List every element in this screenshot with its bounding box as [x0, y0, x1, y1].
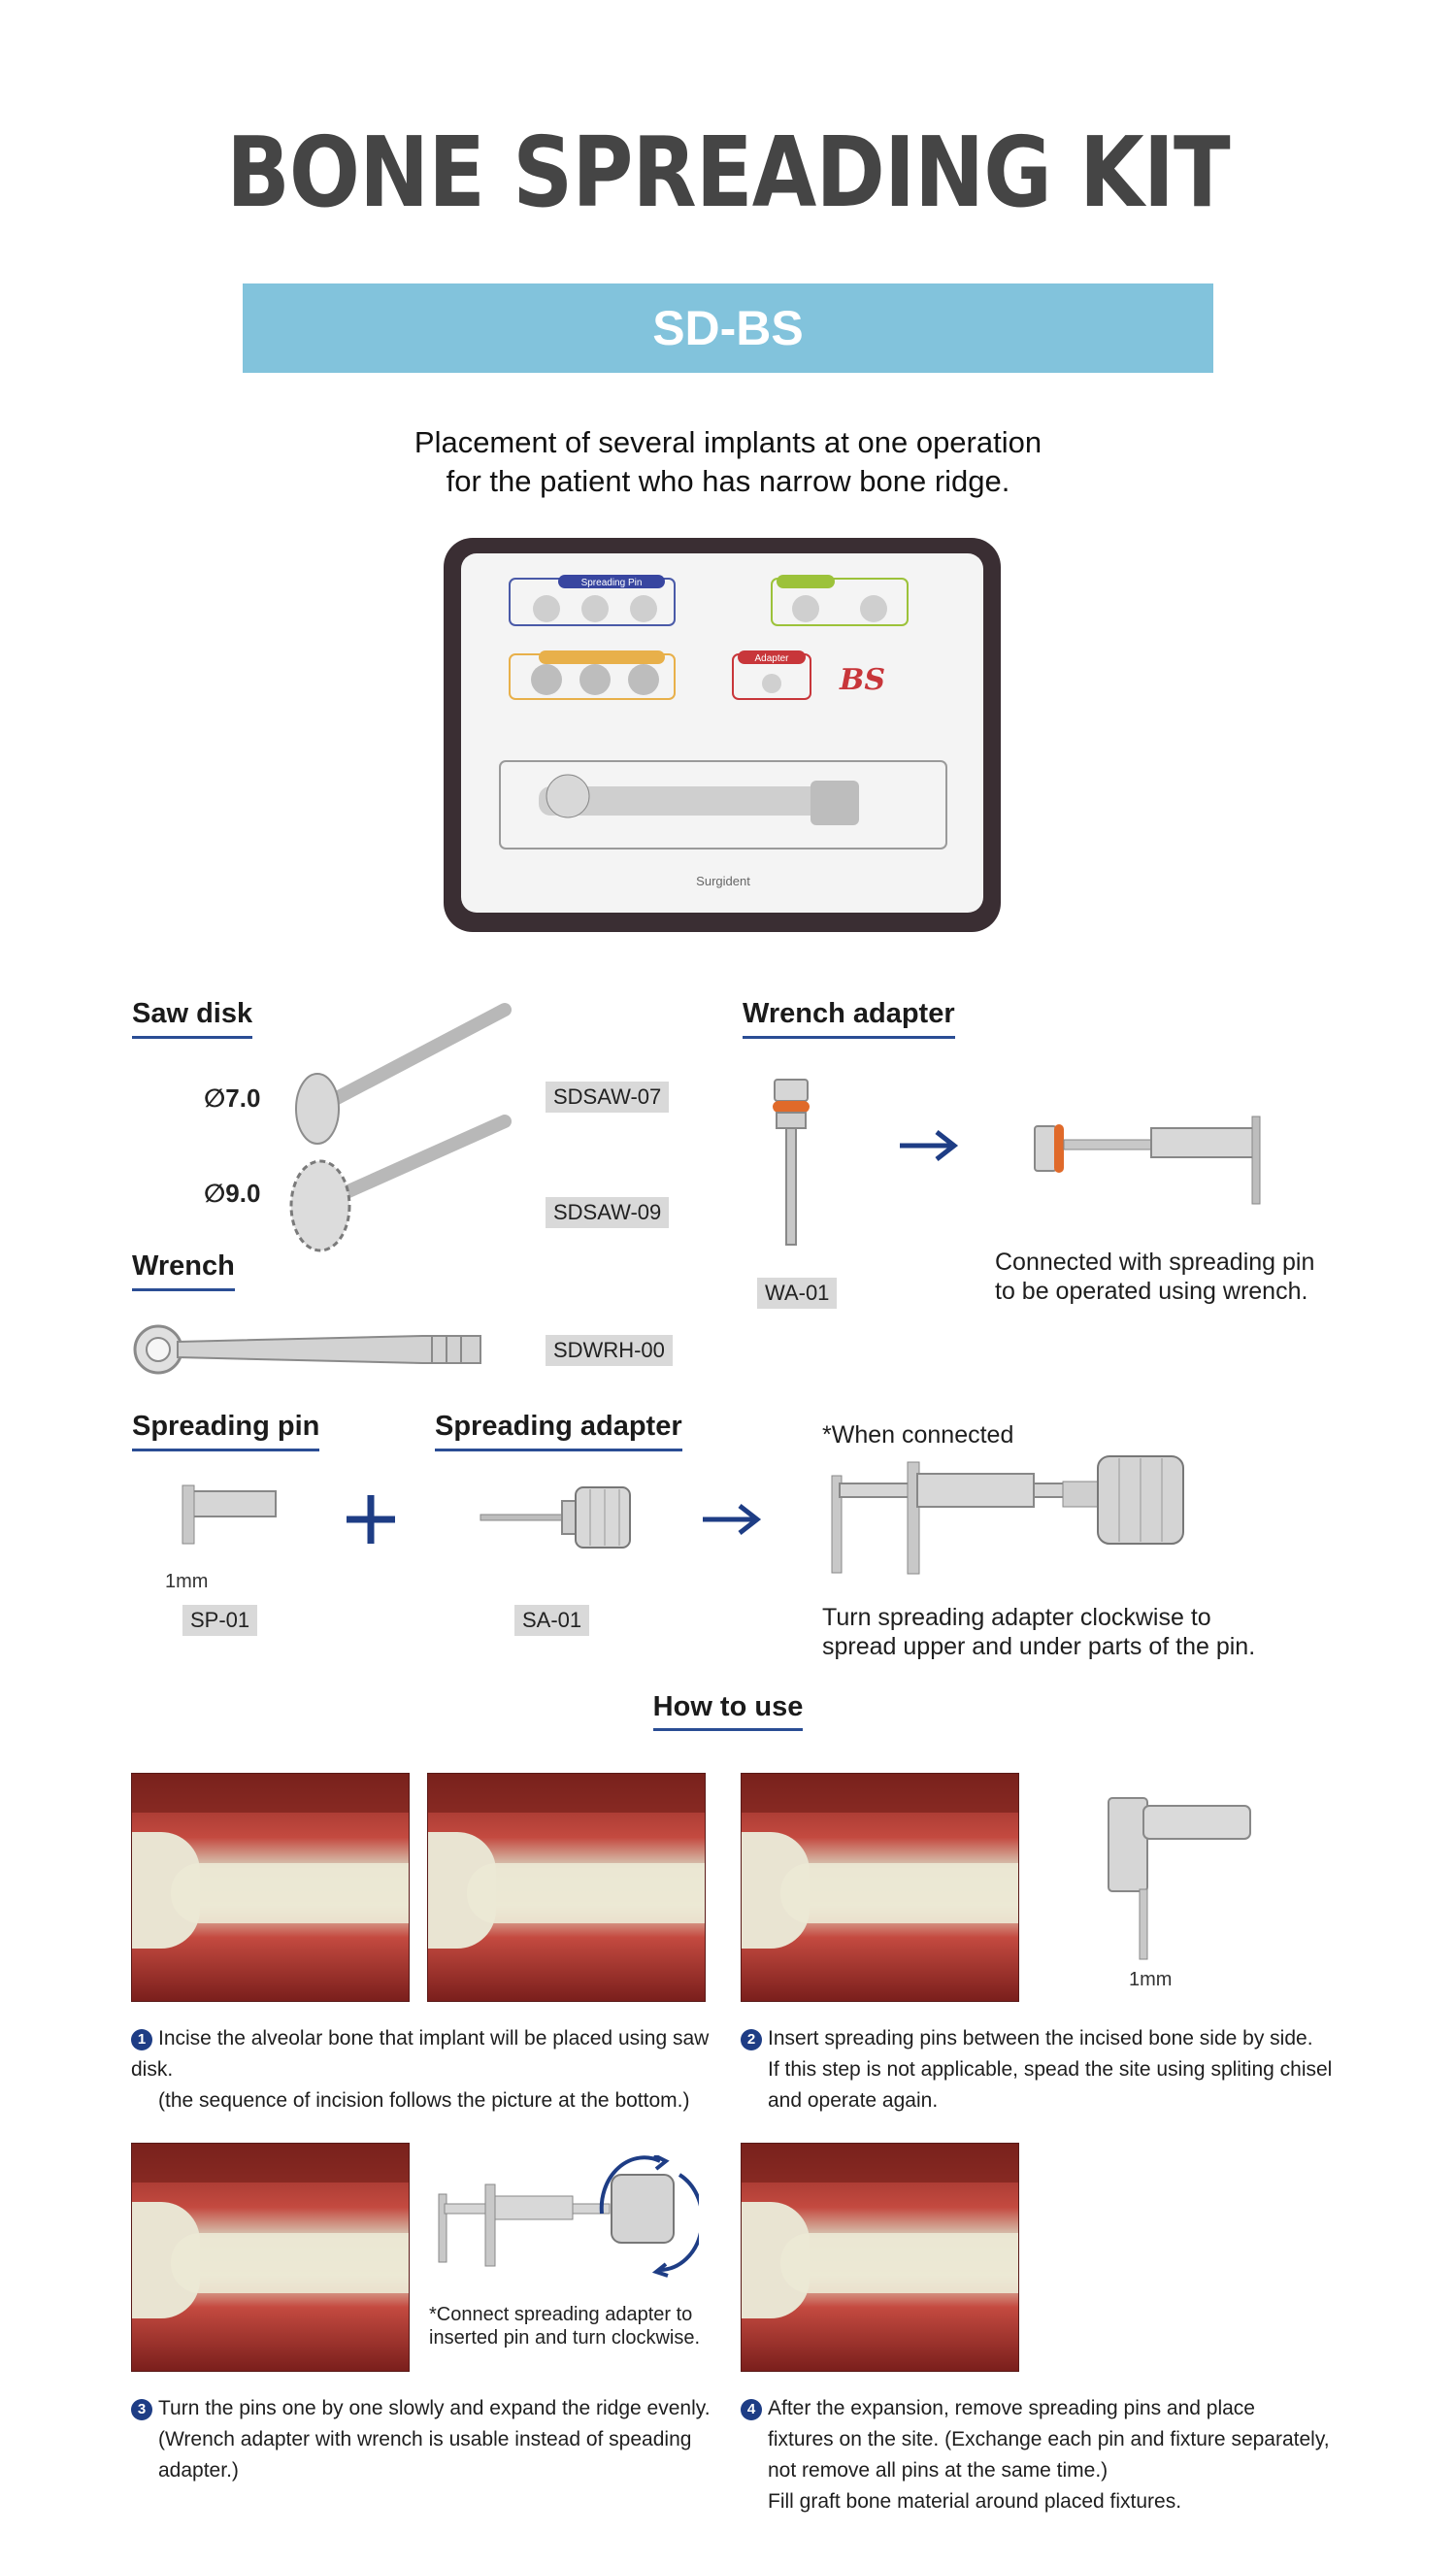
- step-line-text: After the expansion, remove spreading pi…: [768, 2397, 1255, 2419]
- wrench-heading: Wrench: [132, 1250, 235, 1291]
- step-line: fixtures on the site. (Exchange each pin…: [768, 2428, 1330, 2450]
- step-line: not remove all pins at the same time.): [768, 2459, 1109, 2482]
- tray-logo: BS: [839, 663, 885, 697]
- connected-assembly-image: [830, 1454, 1189, 1581]
- step-line: 2 Insert spreading pins between the incis…: [741, 2023, 1362, 2054]
- tagline: Placement of several implants at one ope…: [0, 423, 1456, 501]
- spreading-adapter-heading: Spreading adapter: [435, 1411, 682, 1451]
- how-to-use-heading: How to use: [0, 1691, 1456, 1731]
- note-line: Connected with spreading pin: [995, 1249, 1315, 1276]
- spreading-pin-code: SP-01: [182, 1605, 258, 1636]
- arrow-right-icon: [701, 1500, 763, 1544]
- tagline-line: Placement of several implants at one ope…: [414, 425, 1042, 459]
- step-line: (Wrench adapter with wrench is usable in…: [158, 2428, 692, 2482]
- arrow-right-icon: [898, 1126, 960, 1170]
- step-line-text: Incise the alveolar bone that implant wi…: [131, 2027, 710, 2081]
- spreading-pin-dimension: 1mm: [165, 1571, 209, 1592]
- note-line: spread upper and under parts of the pin.: [822, 1633, 1256, 1660]
- wrench-adapter-code: WA-01: [757, 1278, 838, 1309]
- saw-disk-diameter: ∅7.0: [204, 1083, 261, 1113]
- tray-adapter-label: Adapter: [754, 653, 789, 664]
- step-line: Fill graft bone material around placed f…: [768, 2490, 1182, 2513]
- note-line: *Connect spreading adapter to: [429, 2304, 693, 2325]
- note-line: inserted pin and turn clockwise.: [429, 2327, 701, 2349]
- step-1-photo: [131, 1773, 410, 2002]
- saw-disk-code: SDSAW-07: [546, 1082, 670, 1113]
- step-line: 4 After the expansion, remove spreading p…: [741, 2393, 1362, 2424]
- step-number: 3: [131, 2399, 152, 2420]
- step-line-text: Insert spreading pins between the incise…: [768, 2027, 1313, 2049]
- spreading-pin-detail-image: [1105, 1792, 1255, 1967]
- when-connected-note: Turn spreading adapter clockwise to spre…: [822, 1603, 1255, 1661]
- step-1-photo: [427, 1773, 706, 2002]
- step-4-photo: [741, 2143, 1019, 2372]
- wrench-adapter-image: [767, 1078, 815, 1252]
- step-3-text: 3 Turn the pins one by one slowly and exp…: [131, 2393, 733, 2486]
- saw-disk-diameter: ∅9.0: [204, 1179, 261, 1208]
- step-number: 4: [741, 2399, 762, 2420]
- step-line: 3 Turn the pins one by one slowly and exp…: [131, 2393, 733, 2424]
- tagline-line: for the patient who has narrow bone ridg…: [446, 464, 1010, 498]
- saw-disk-image: [286, 1000, 519, 1262]
- step-line: If this step is not applicable, spead th…: [768, 2058, 1333, 2081]
- saw-disk-code: SDSAW-09: [546, 1197, 670, 1228]
- pin-detail-dimension: 1mm: [1129, 1969, 1173, 1990]
- note-line: to be operated using wrench.: [995, 1278, 1308, 1305]
- adapter-rotation-image: [437, 2153, 705, 2282]
- how-to-use-title: How to use: [652, 1691, 804, 1731]
- step-line: and operate again.: [768, 2089, 939, 2112]
- kit-tray-image: Spreading Pin Adapter BS Surgident: [442, 536, 1003, 934]
- when-connected-label: *When connected: [822, 1421, 1014, 1449]
- step-3-photo: [131, 2143, 410, 2372]
- model-banner: SD-BS: [243, 283, 1213, 373]
- spreading-pin-image: [177, 1483, 283, 1561]
- saw-disk-heading: Saw disk: [132, 998, 253, 1039]
- page-title: BONE SPREADING KIT: [226, 116, 1230, 229]
- note-line: Turn spreading adapter clockwise to: [822, 1604, 1211, 1631]
- wrench-image: [131, 1322, 490, 1377]
- step-number: 2: [741, 2029, 762, 2050]
- step-line-text: Turn the pins one by one slowly and expa…: [158, 2397, 711, 2419]
- tray-brand: Surgident: [696, 874, 750, 888]
- step-2-photo: [741, 1773, 1019, 2002]
- wrench-code: SDWRH-00: [546, 1335, 673, 1366]
- connect-note: *Connect spreading adapter to inserted p…: [429, 2303, 700, 2349]
- step-2-text: 2 Insert spreading pins between the incis…: [741, 2023, 1362, 2116]
- plus-icon: [345, 1493, 397, 1550]
- wrench-adapter-note: Connected with spreading pin to be opera…: [995, 1248, 1314, 1306]
- wrench-adapter-heading: Wrench adapter: [743, 998, 955, 1039]
- spreading-adapter-image: [479, 1483, 634, 1551]
- wrench-adapter-connected-image: [1029, 1115, 1272, 1212]
- spreading-pin-heading: Spreading pin: [132, 1411, 320, 1451]
- step-4-text: 4 After the expansion, remove spreading p…: [741, 2393, 1362, 2517]
- step-line: (the sequence of incision follows the pi…: [158, 2089, 690, 2112]
- spreading-adapter-code: SA-01: [514, 1605, 590, 1636]
- step-number: 1: [131, 2029, 152, 2050]
- tray-spreading-pin-label: Spreading Pin: [581, 578, 643, 588]
